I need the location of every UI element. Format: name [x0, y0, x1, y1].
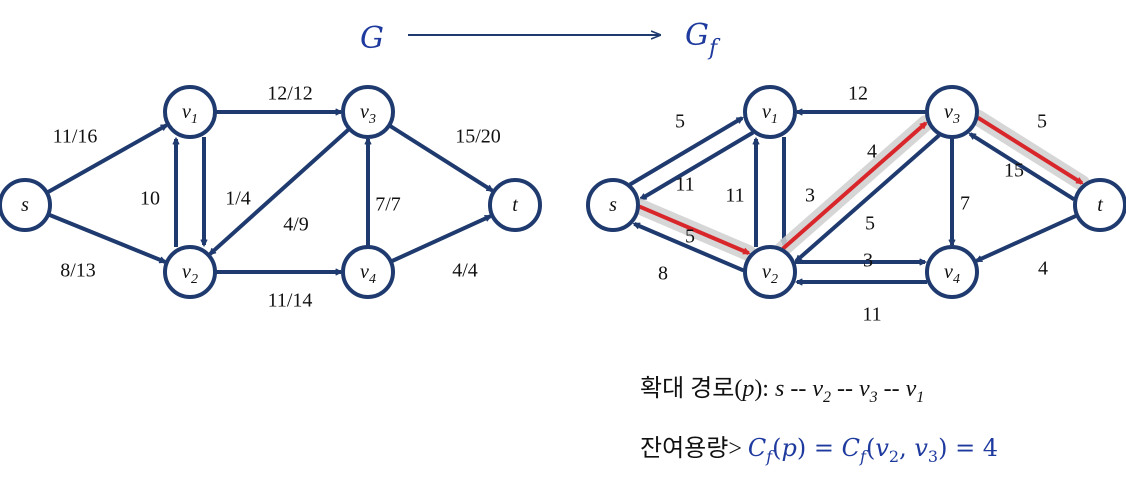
path-node-v2: v2 [812, 376, 831, 406]
original-flow-network: 11/16 8/13 12/12 10 1/4 4/9 15/20 7/7 11/14 4/4 s v… [0, 83, 542, 312]
residual-capacity-label: 잔여용량> [640, 436, 748, 462]
nodes: s v1 v2 v3 v4 t [586, 85, 1126, 299]
node-v2: v2 [743, 245, 797, 299]
edge-label-v1-to-v2: 3 [805, 185, 815, 207]
path-colon: ): [754, 376, 775, 402]
node-v4: v4 [341, 245, 395, 299]
node-circle [341, 85, 395, 139]
edge-v3-to-t [976, 115, 1084, 185]
edge-label-v3-to-t: 15/20 [455, 126, 501, 148]
edge-v2-to-v3 [781, 121, 928, 251]
node-label: t [1097, 194, 1103, 216]
edge-label-v3-to-v2: 5 [865, 213, 875, 235]
node-s: s [0, 178, 52, 232]
edge-v3-to-v2 [208, 127, 351, 256]
node-circle [163, 245, 217, 299]
edge-label-s-to-v1: 5 [675, 111, 685, 133]
edge-label-v3-to-v1: 12 [848, 83, 868, 105]
edge-label-v2-to-s: 8 [658, 263, 668, 285]
edge-t-to-v3 [968, 132, 1076, 202]
node-s: s [586, 178, 640, 232]
graph-transform-header: G Gf [360, 18, 721, 61]
edge-v2-to-s [632, 222, 745, 273]
path-separator: -- [784, 376, 813, 402]
edge-s-to-v2 [47, 212, 167, 264]
node-label: t [512, 194, 518, 216]
edge-label-s-to-v1: 11/16 [53, 126, 98, 148]
edge-label-v1-to-v2: 10 [140, 188, 160, 210]
edge-v4-to-t [389, 214, 493, 264]
node-circle [163, 85, 217, 139]
edge-label-v4-to-v3: 7/7 [375, 194, 401, 216]
edge-v3-to-t [388, 123, 494, 193]
node-circle [925, 85, 979, 139]
path-node-v1: v1 [905, 376, 925, 406]
node-v2: v2 [163, 245, 217, 299]
edge-label-v4-to-v2: 11 [862, 304, 881, 326]
edge-s-to-v1 [45, 123, 169, 195]
path-node-s: s [774, 376, 785, 402]
edge-label-v2-to-v4: 11/14 [268, 290, 313, 312]
node-circle [1073, 178, 1126, 232]
node-t: t [1073, 178, 1126, 232]
residual-capacity-caption: 잔여용량> Cf(p) = Cf(v2, v3) = 4 [640, 428, 998, 466]
node-v4: v4 [925, 245, 979, 299]
node-circle [743, 85, 797, 139]
edge-label-v3-to-v4: 7 [960, 193, 970, 215]
edge-label-v1-to-s: 11 [675, 174, 694, 196]
left-graph-title: G [360, 21, 384, 56]
node-t: t [488, 178, 542, 232]
node-circle [488, 178, 542, 232]
edge-label-t-to-v3: 15 [1004, 160, 1024, 182]
edge-label-v3-to-v2: 4/9 [283, 214, 309, 236]
nodes: s v1 v2 v3 v4 t [0, 85, 542, 299]
edge-s-to-v2 [638, 204, 751, 255]
edge-label-v2-to-v1: 1/4 [225, 188, 251, 210]
right-graph-title: Gf [685, 18, 721, 61]
node-label: s [21, 194, 29, 216]
edge-label-v2-to-v1: 11 [725, 185, 744, 207]
node-v1: v1 [163, 85, 217, 139]
path-node-v3: v3 [858, 376, 878, 406]
path-separator: -- [830, 376, 859, 402]
edge-label-v2-to-v3: 4 [867, 141, 877, 163]
node-v3: v3 [341, 85, 395, 139]
edge-label-v1-to-v3: 12/12 [267, 83, 313, 105]
edge-label-v4-to-t: 4/4 [452, 260, 478, 282]
edge-label-v2-to-v4: 3 [863, 250, 873, 272]
edge-label-v3-to-t: 5 [1037, 111, 1047, 133]
edge-label-s-to-v2: 8/13 [60, 260, 96, 282]
edge-s-to-v1 [628, 116, 744, 187]
edge-v3-to-v2 [794, 133, 941, 263]
node-label: s [609, 194, 617, 216]
edge-label-s-to-v2: 5 [685, 226, 695, 248]
augmenting-path-label: 확대 경로( [640, 376, 743, 402]
edge-t-to-v4 [974, 213, 1079, 263]
augmenting-path-caption: 확대 경로(p): s -- v2 -- v3 -- v1 [640, 368, 924, 407]
node-v1: v1 [743, 85, 797, 139]
node-v3: v3 [925, 85, 979, 139]
residual-capacity-formula: Cf(p) = Cf(v2, v3) = 4 [747, 434, 999, 466]
edge-v1-to-s [639, 130, 755, 201]
node-circle [586, 178, 640, 232]
node-circle [341, 245, 395, 299]
node-circle [0, 178, 52, 232]
edges: 11/16 8/13 12/12 10 1/4 4/9 15/20 7/7 11/14 4/4 [45, 83, 501, 312]
node-circle [743, 245, 797, 299]
node-circle [925, 245, 979, 299]
path-variable: p [742, 376, 755, 402]
edge-label-t-to-v4: 4 [1038, 258, 1048, 280]
path-separator: -- [877, 376, 906, 402]
